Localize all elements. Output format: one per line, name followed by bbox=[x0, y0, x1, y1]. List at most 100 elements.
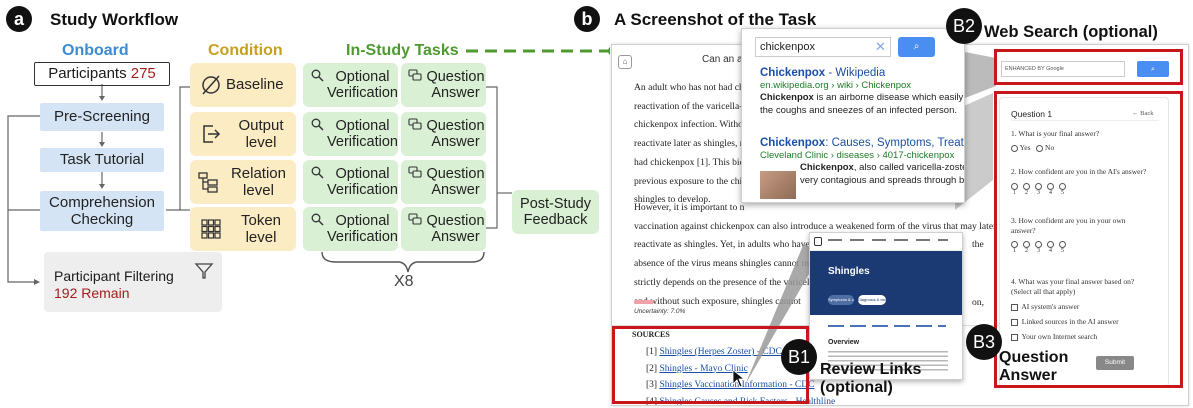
scale-radio[interactable] bbox=[1023, 241, 1030, 248]
task-tutorial-label: Task Tutorial bbox=[59, 151, 145, 169]
radio-no[interactable] bbox=[1036, 144, 1044, 152]
user-avatar: ⌂ bbox=[618, 55, 632, 69]
sources-list: [1] Shingles (Herpes Zoster) - CDC [2] S… bbox=[646, 347, 836, 406]
source-link[interactable]: Shingles - Mayo Clinic bbox=[659, 363, 748, 374]
source-link[interactable]: Shingles (Herpes Zoster) - CDC bbox=[659, 347, 782, 357]
mayo-logo-icon bbox=[814, 237, 822, 246]
magnifier-icon bbox=[311, 118, 324, 131]
participant-filtering-box: Participant Filtering 192 Remain bbox=[44, 252, 222, 312]
result-thumbnail bbox=[760, 171, 796, 199]
paragraph2-right-fragment-2: on, bbox=[972, 297, 984, 308]
radio-yes[interactable] bbox=[1011, 144, 1018, 152]
search-button[interactable]: ⌕ bbox=[898, 37, 935, 57]
checkbox[interactable] bbox=[1011, 333, 1018, 341]
scale-radio[interactable] bbox=[1011, 183, 1018, 190]
scale-radio[interactable] bbox=[1023, 183, 1030, 190]
token-grid-icon bbox=[201, 219, 221, 239]
task-answer-label: Question Answer bbox=[426, 68, 485, 101]
source-item[interactable]: [2] Shingles - Mayo Clinic bbox=[646, 363, 748, 374]
mini-search-box[interactable]: ENHANCED BY Google ⌕ bbox=[1001, 61, 1169, 77]
uncertainty-label: Uncertainty: 7.0% bbox=[634, 308, 686, 315]
preview-links bbox=[828, 325, 946, 327]
scale-radio[interactable] bbox=[1059, 241, 1066, 248]
repeat-count: X8 bbox=[394, 273, 414, 290]
filter-icon bbox=[194, 263, 214, 279]
task-verify-label: Optional Verification bbox=[327, 212, 398, 245]
question-answer-highlight bbox=[994, 91, 1183, 388]
source-link[interactable]: Shingles Vaccination Information - CDC bbox=[659, 380, 815, 390]
b1-label: Review Links (optional) bbox=[820, 361, 922, 396]
source-item[interactable]: [1] Shingles (Herpes Zoster) - CDC bbox=[646, 347, 782, 357]
preview-tab[interactable]: Diagnosis & treatment bbox=[858, 295, 886, 305]
scale-radio[interactable] bbox=[1059, 183, 1066, 190]
search-result[interactable]: Chickenpox: Causes, Symptoms, Treatm Cle… bbox=[760, 137, 964, 199]
q4-text: 4. What was your final answer based on? … bbox=[1011, 277, 1135, 296]
q4-options: AI system's answer Linked sources in the… bbox=[1011, 302, 1119, 347]
b3-label: Question Answer bbox=[999, 349, 1069, 384]
scale-radio[interactable] bbox=[1035, 183, 1042, 190]
task-answer-row2: Question Answer bbox=[401, 112, 486, 156]
mini-search-button[interactable]: ⌕ bbox=[1137, 61, 1169, 77]
empty-set-icon bbox=[202, 75, 220, 95]
q2-text: 2. How confident are you in the AI's ans… bbox=[1011, 167, 1147, 176]
in-study-header: In-Study Tasks bbox=[346, 42, 459, 59]
b2-badge: B2 bbox=[946, 8, 982, 44]
filtering-remain: 192 Remain bbox=[54, 285, 130, 301]
checkbox[interactable] bbox=[1011, 303, 1018, 311]
source-item[interactable]: [4] Shingles Causes and Risk Factors - H… bbox=[646, 396, 836, 406]
article-paragraph-1: An adult who has not had chic reactivati… bbox=[634, 82, 763, 206]
task-verify-row1: Optional Verification bbox=[303, 63, 398, 107]
question-header: Can an adu bbox=[702, 54, 754, 65]
preview-hero: Shingles Symptoms & causes Diagnosis & t… bbox=[810, 251, 962, 315]
task-tutorial-step: Task Tutorial bbox=[40, 148, 164, 172]
paragraph2-right-fragment-1: the bbox=[972, 239, 984, 250]
condition-baseline: Baseline bbox=[190, 63, 296, 107]
chat-bubbles-icon bbox=[408, 118, 422, 130]
question-title: Question 1 bbox=[1011, 109, 1053, 119]
b1-badge: B1 bbox=[781, 339, 817, 375]
chat-bubbles-icon bbox=[408, 213, 422, 225]
q1-options: Yes No bbox=[1011, 143, 1054, 153]
scale-radio[interactable] bbox=[1047, 183, 1054, 190]
condition-token: Token level bbox=[190, 207, 296, 251]
section-b-title: A Screenshot of the Task bbox=[614, 10, 817, 29]
preview-overview: Overview bbox=[828, 339, 860, 346]
uncertainty-bar bbox=[634, 300, 654, 304]
pre-screening-step: Pre-Screening bbox=[40, 103, 164, 131]
search-result[interactable]: Chickenpox - Wikipedia en.wikipedia.org … bbox=[760, 67, 965, 117]
task-verify-row3: Optional Verification bbox=[303, 160, 398, 204]
post-study-feedback: Post-Study Feedback bbox=[512, 190, 599, 234]
preview-nav bbox=[810, 233, 962, 251]
article-paragraph-2: However, it is important to n vaccinatio… bbox=[634, 202, 997, 307]
search-input[interactable]: chickenpox bbox=[755, 37, 891, 57]
scale-radio[interactable] bbox=[1047, 241, 1054, 248]
scale-radio[interactable] bbox=[1035, 241, 1042, 248]
mini-search-input[interactable]: ENHANCED BY Google bbox=[1001, 61, 1125, 77]
filtering-label: Participant Filtering bbox=[54, 268, 174, 284]
sources-heading: SOURCES bbox=[632, 330, 670, 339]
chat-bubbles-icon bbox=[408, 166, 422, 178]
scale-radio[interactable] bbox=[1011, 241, 1018, 248]
comprehension-label: Comprehension Checking bbox=[49, 193, 155, 228]
divider bbox=[1011, 120, 1159, 121]
comprehension-step: Comprehension Checking bbox=[40, 191, 164, 231]
mouse-cursor-icon bbox=[732, 369, 746, 388]
magnifier-icon bbox=[311, 213, 324, 226]
submit-button[interactable]: Submit bbox=[1096, 356, 1134, 370]
clear-icon[interactable]: ✕ bbox=[875, 39, 886, 54]
source-item[interactable]: [3] Shingles Vaccination Information - C… bbox=[646, 380, 815, 390]
checkbox[interactable] bbox=[1011, 318, 1018, 326]
link-preview-popup: Shingles Symptoms & causes Diagnosis & t… bbox=[809, 232, 963, 380]
preview-heading: Shingles bbox=[828, 266, 870, 277]
task-answer-row4: Question Answer bbox=[401, 207, 486, 251]
condition-baseline-label: Baseline bbox=[226, 76, 284, 94]
relation-tree-icon bbox=[198, 172, 219, 193]
source-link[interactable]: Shingles Causes and Risk Factors - Healt… bbox=[659, 396, 836, 406]
participants-box: Participants 275 bbox=[34, 62, 170, 86]
back-link[interactable]: ← Back bbox=[1132, 110, 1154, 117]
condition-output: Output level bbox=[190, 112, 296, 156]
section-a-badge: a bbox=[6, 6, 32, 32]
output-arrow-icon bbox=[203, 125, 221, 143]
preview-tab[interactable]: Symptoms & causes bbox=[828, 295, 854, 305]
